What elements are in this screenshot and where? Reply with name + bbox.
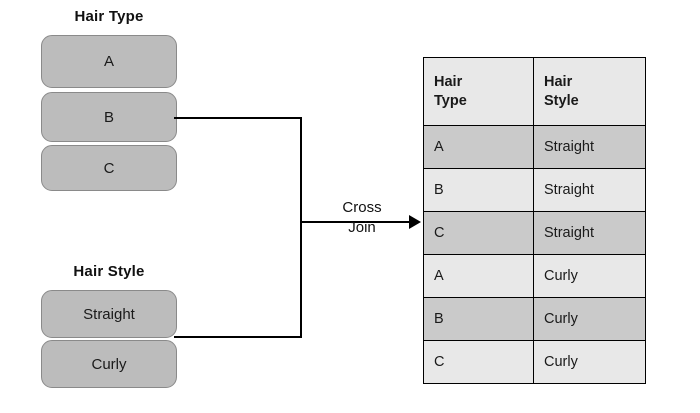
- table-row: A Curly: [423, 254, 646, 298]
- cell-hair-style: Straight: [533, 211, 646, 255]
- column-header-hair-style-line1: Hair: [544, 73, 573, 90]
- hair-style-box-curly: Curly: [41, 340, 177, 388]
- hair-style-box-straight: Straight: [41, 290, 177, 338]
- connector-line-from-hair-type: [174, 117, 302, 119]
- cell-hair-style: Curly: [533, 254, 646, 298]
- table-row: A Straight: [423, 125, 646, 169]
- cell-hair-type: B: [423, 168, 534, 212]
- hair-type-box-a: A: [41, 35, 177, 88]
- arrow-head-icon: [409, 215, 421, 229]
- cross-join-label-line1: Cross: [342, 199, 382, 216]
- column-header-hair-style: Hair Style: [533, 57, 646, 126]
- cell-hair-style: Straight: [533, 168, 646, 212]
- cross-join-label: Cross Join: [331, 198, 393, 238]
- hair-type-box-b: B: [41, 92, 177, 142]
- cell-hair-type: B: [423, 297, 534, 341]
- column-header-hair-type-line1: Hair: [434, 73, 463, 90]
- cross-join-label-line2: Join: [348, 219, 376, 236]
- column-header-hair-style-line2: Style: [544, 92, 579, 109]
- cell-hair-style: Straight: [533, 125, 646, 169]
- cell-hair-type: A: [423, 125, 534, 169]
- connector-vertical-join: [300, 117, 302, 338]
- table-row: C Straight: [423, 211, 646, 255]
- connector-arrow-shaft: [300, 221, 410, 223]
- column-header-hair-type-line2: Type: [434, 92, 467, 109]
- hair-style-title: Hair Style: [73, 263, 145, 280]
- table-row: C Curly: [423, 340, 646, 384]
- cell-hair-type: C: [423, 340, 534, 384]
- cell-hair-style: Curly: [533, 297, 646, 341]
- cross-join-result-table: Hair Type Hair Style A Straight B Straig…: [423, 57, 646, 384]
- table-row: B Straight: [423, 168, 646, 212]
- hair-type-title: Hair Type: [74, 8, 144, 25]
- table-header-row: Hair Type Hair Style: [423, 57, 646, 126]
- cell-hair-style: Curly: [533, 340, 646, 384]
- cell-hair-type: A: [423, 254, 534, 298]
- connector-line-from-hair-style: [174, 336, 302, 338]
- column-header-hair-type: Hair Type: [423, 57, 534, 126]
- table-row: B Curly: [423, 297, 646, 341]
- hair-type-box-c: C: [41, 145, 177, 191]
- cell-hair-type: C: [423, 211, 534, 255]
